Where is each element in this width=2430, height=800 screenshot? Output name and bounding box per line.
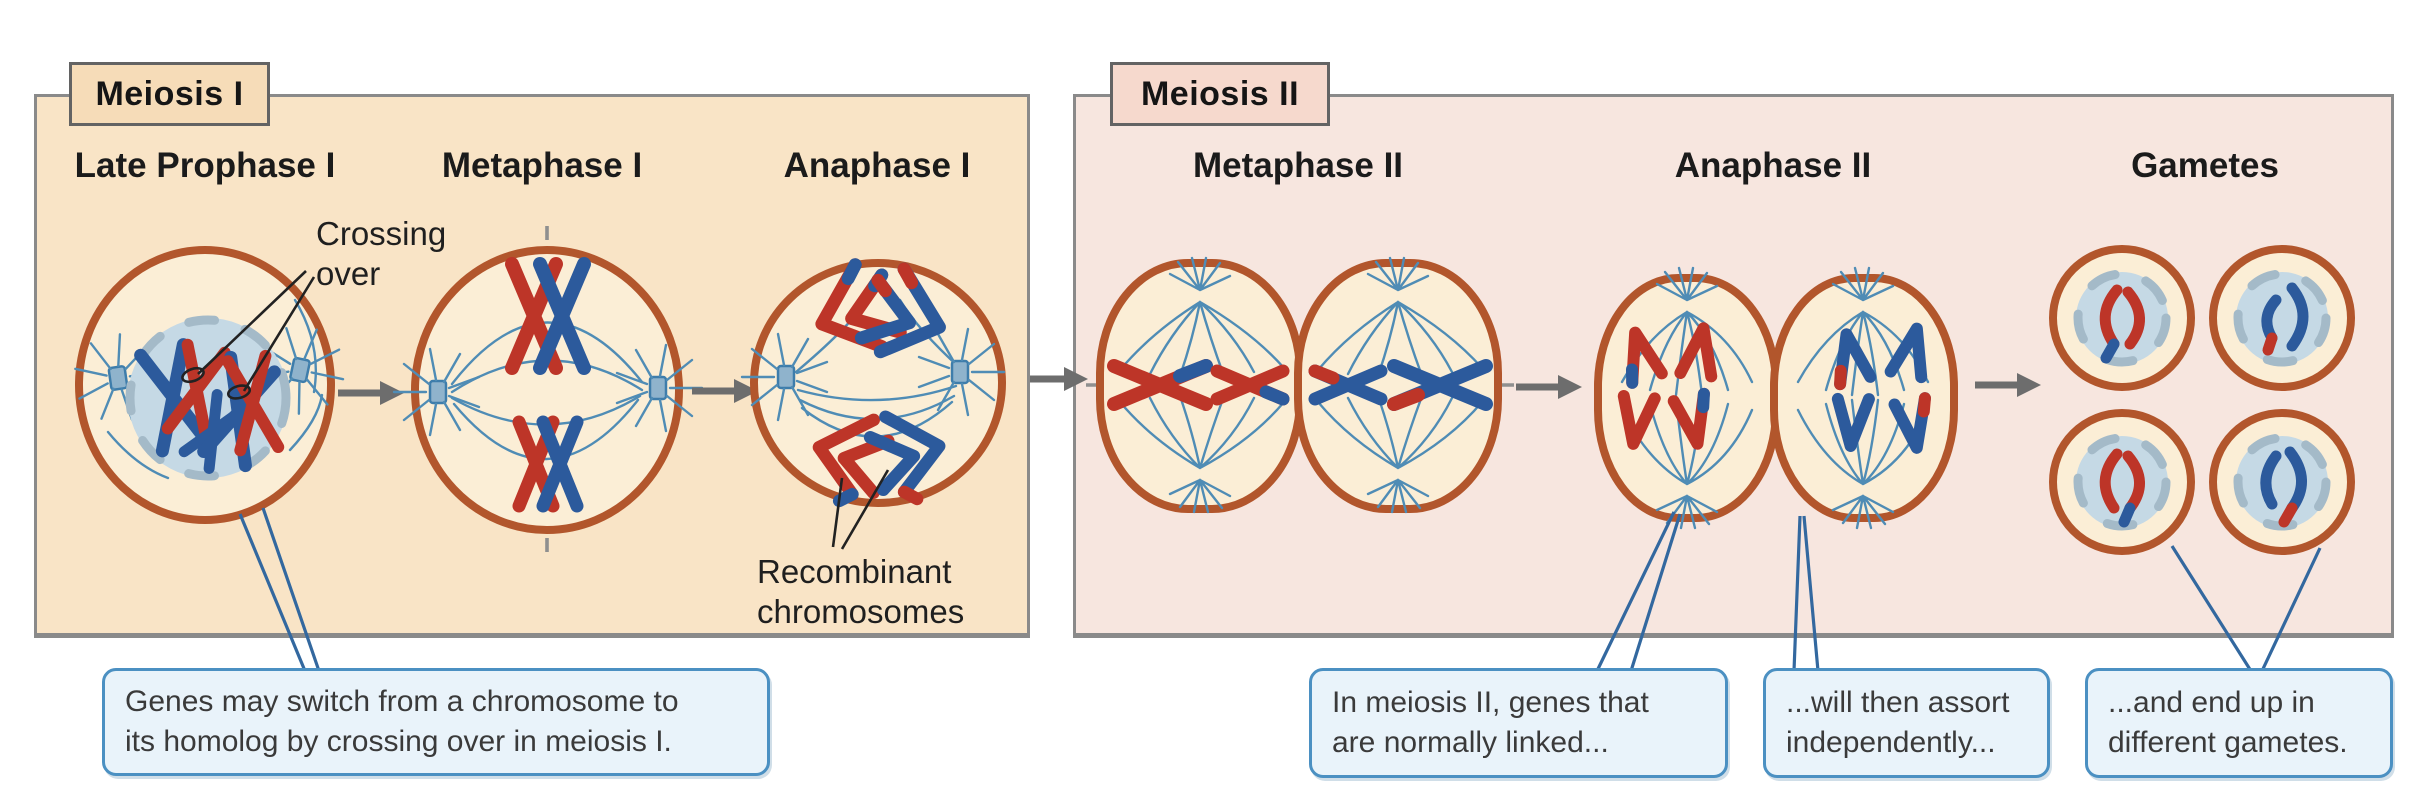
anaphase-2-chromosomes (1617, 325, 1932, 450)
crossing-over-pointer-lines (197, 270, 316, 392)
stage-header-anaphase-1: Anaphase I (783, 146, 971, 185)
panel-label-meiosis-2-text: Meiosis II (1140, 74, 1300, 113)
recombinant-chromosomes-label: Recombinant chromosomes (757, 553, 965, 631)
stage-header-late-prophase-1: Late Prophase I (74, 146, 336, 185)
stage-header-gametes: Gametes (2131, 146, 2279, 185)
callout-different-gametes-text: ...and end up in different gametes. (2108, 686, 2348, 759)
metaphase-1-tetrads (505, 257, 591, 513)
late-prophase-1-cell (70, 246, 354, 524)
recombinant-pointer-lines (831, 469, 890, 550)
gamete-cells (2049, 245, 2355, 555)
anaphase-1-chromosomes (812, 258, 946, 508)
callout-crossing-over: Genes may switch from a chromosome to it… (102, 668, 770, 776)
stage-header-metaphase-1: Metaphase I (441, 146, 643, 185)
callout-assort-independently: ...will then assort independently... (1763, 668, 2050, 778)
anaphase-1-cell (740, 258, 1006, 508)
callout-1-leader-lines (238, 507, 321, 672)
callout-assort-independently-text: ...will then assort independently... (1786, 686, 2010, 759)
panel-label-meiosis-2: Meiosis II (1110, 62, 1330, 126)
gamete-top-right (2209, 245, 2355, 391)
callout-linked-genes: In meiosis II, genes that are normally l… (1309, 668, 1728, 778)
stage-arrow-3 (1030, 367, 1088, 391)
stage-arrow-4 (1516, 375, 1582, 399)
prophase-tetrad-chromosomes (134, 338, 285, 474)
callout-crossing-over-text: Genes may switch from a chromosome to it… (125, 685, 679, 758)
stage-arrow-5 (1975, 373, 2041, 397)
panel-label-meiosis-1: Meiosis I (69, 62, 270, 126)
metaphase-2-cells (1086, 256, 1514, 514)
metaphase-1-cell (392, 226, 704, 558)
callout-different-gametes: ...and end up in different gametes. (2085, 668, 2393, 778)
chiasma-mark (226, 384, 252, 400)
stage-arrow-1 (338, 381, 404, 405)
callout-linked-genes-text: In meiosis II, genes that are normally l… (1332, 686, 1649, 759)
gamete-bottom-right (2209, 409, 2355, 555)
callout-2-leader-lines (1595, 511, 1682, 672)
chiasma-mark (181, 366, 205, 384)
gamete-bottom-left (2049, 409, 2195, 555)
stage-arrow-2 (692, 379, 758, 403)
crossing-over-label: Crossing over (316, 215, 447, 293)
metaphase-2-chromosomes (1107, 359, 1493, 411)
callout-4-leader-lines (2170, 545, 2322, 672)
gamete-top-left (2049, 245, 2195, 391)
stage-header-anaphase-2: Anaphase II (1674, 146, 1872, 185)
panel-label-meiosis-1-text: Meiosis I (95, 74, 244, 113)
callout-3-leader-lines (1792, 515, 1820, 672)
stage-header-metaphase-2: Metaphase II (1192, 146, 1404, 185)
anaphase-2-cells (1594, 266, 1958, 530)
